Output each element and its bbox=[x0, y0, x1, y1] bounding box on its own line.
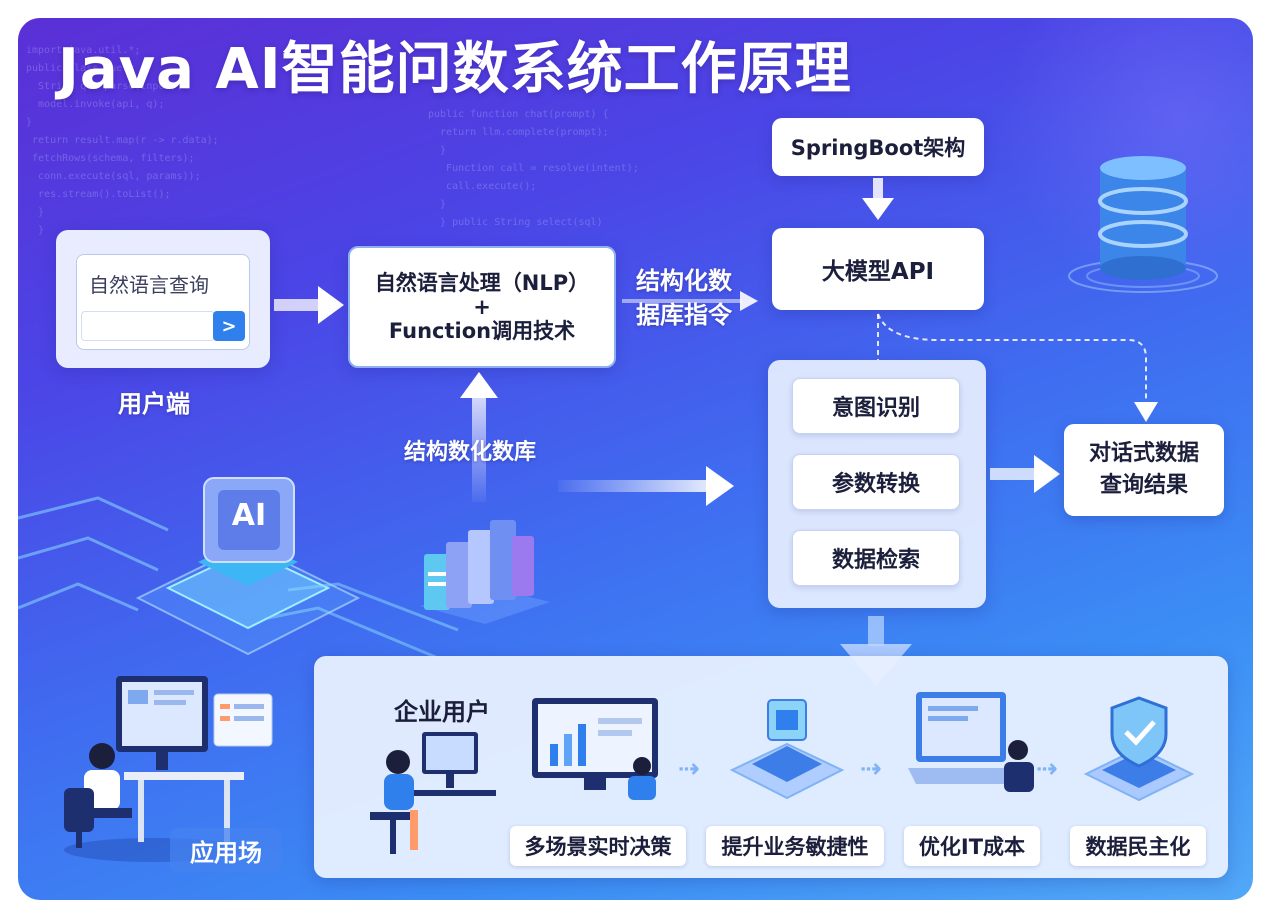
application-scene-label-box: 应用场 bbox=[170, 828, 282, 872]
arrow-pipeline-to-enterprise-shaft bbox=[868, 616, 884, 646]
result-line-2: 查询结果 bbox=[1099, 473, 1188, 498]
springboot-box: SpringBoot架构 bbox=[772, 118, 984, 176]
database-icon bbox=[1058, 148, 1228, 298]
diagram-canvas: import java.util.*; public class Query {… bbox=[18, 18, 1253, 900]
step-parameter-conversion: 参数转换 bbox=[792, 454, 960, 510]
result-box: 对话式数据 查询结果 bbox=[1064, 424, 1224, 516]
realtime-dashboard-illustration bbox=[528, 694, 668, 804]
nlp-line-3: Function调用技术 bbox=[388, 319, 576, 343]
llm-api-box: 大模型API bbox=[772, 228, 984, 310]
arrow-head-db-to-nlp bbox=[460, 372, 498, 398]
structured-db-label: 结构数化数库 bbox=[404, 440, 537, 465]
agility-chip-illustration bbox=[724, 690, 850, 808]
it-cost-laptop-illustration bbox=[906, 684, 1046, 808]
structured-instruction-label: 结构化数 据库指令 bbox=[636, 264, 732, 332]
arrow-pipeline-to-result bbox=[990, 468, 1036, 480]
page-title: Java AI智能问数系统工作原理 bbox=[58, 37, 852, 102]
background-code-decoration-2: public function chat(prompt) { return ll… bbox=[428, 109, 639, 228]
arrow-benefit-3-4: ⇢ bbox=[1036, 754, 1058, 784]
submit-button[interactable]: > bbox=[213, 311, 245, 341]
background-code-decoration: import java.util.*; public class Query {… bbox=[26, 45, 219, 236]
llm-api-label: 大模型API bbox=[821, 259, 935, 285]
arrow-benefit-1-2: ⇢ bbox=[678, 754, 700, 784]
ai-chip-text: AI bbox=[231, 498, 267, 533]
ai-chip-illustration: AI bbox=[128, 458, 368, 658]
result-line-1: 对话式数据 bbox=[1088, 441, 1199, 466]
nlp-line-1: 自然语言处理（NLP） bbox=[374, 271, 590, 295]
circuit-lines bbox=[18, 496, 459, 660]
structured-instruction-line-2: 据库指令 bbox=[636, 301, 732, 329]
benefit-business-agility: 提升业务敏捷性 bbox=[706, 826, 884, 866]
application-scene-illustration bbox=[54, 668, 284, 868]
arrow-db-to-pipeline bbox=[558, 480, 708, 492]
data-books-icon bbox=[410, 506, 560, 626]
arrow-head-user-to-nlp bbox=[318, 286, 344, 324]
arrow-nlp-to-llm bbox=[622, 299, 742, 303]
pipeline-panel: 意图识别 参数转换 数据检索 bbox=[768, 360, 986, 608]
nlp-line-2: + bbox=[473, 295, 491, 319]
user-side-panel: 自然语言查询 > bbox=[56, 230, 270, 368]
enterprise-user-illustration bbox=[350, 728, 500, 868]
user-side-label: 用户端 bbox=[118, 390, 190, 418]
benefit-it-cost: 优化IT成本 bbox=[904, 826, 1040, 866]
arrow-head-db-to-pipeline bbox=[706, 466, 734, 506]
query-input-field[interactable]: 自然语言查询 > bbox=[76, 254, 250, 350]
benefit-realtime-decision: 多场景实时决策 bbox=[510, 826, 686, 866]
chevron-right-icon: > bbox=[221, 315, 237, 337]
arrow-head-pipeline-to-result bbox=[1034, 455, 1060, 493]
step-intent-recognition: 意图识别 bbox=[792, 378, 960, 434]
structured-instruction-line-1: 结构化数 bbox=[636, 267, 732, 295]
arrow-head-nlp-to-llm bbox=[740, 291, 758, 311]
springboot-label: SpringBoot架构 bbox=[790, 136, 966, 160]
arrow-head-springboot-to-llm bbox=[862, 198, 894, 220]
query-placeholder-text: 自然语言查询 bbox=[89, 273, 209, 297]
arrow-springboot-to-llm bbox=[873, 178, 883, 198]
dashed-connectors bbox=[877, 313, 1158, 422]
nlp-function-box: 自然语言处理（NLP） + Function调用技术 bbox=[348, 246, 616, 368]
arrow-user-to-nlp bbox=[274, 299, 320, 311]
enterprise-users-label: 企业用户 bbox=[394, 698, 490, 726]
step-data-retrieval: 数据检索 bbox=[792, 530, 960, 586]
arrow-benefit-2-3: ⇢ bbox=[860, 754, 882, 784]
benefit-data-democratization: 数据民主化 bbox=[1070, 826, 1206, 866]
arrow-db-to-nlp-shaft bbox=[472, 392, 486, 502]
shield-icon bbox=[1080, 688, 1198, 806]
application-scene-label: 应用场 bbox=[190, 838, 262, 867]
